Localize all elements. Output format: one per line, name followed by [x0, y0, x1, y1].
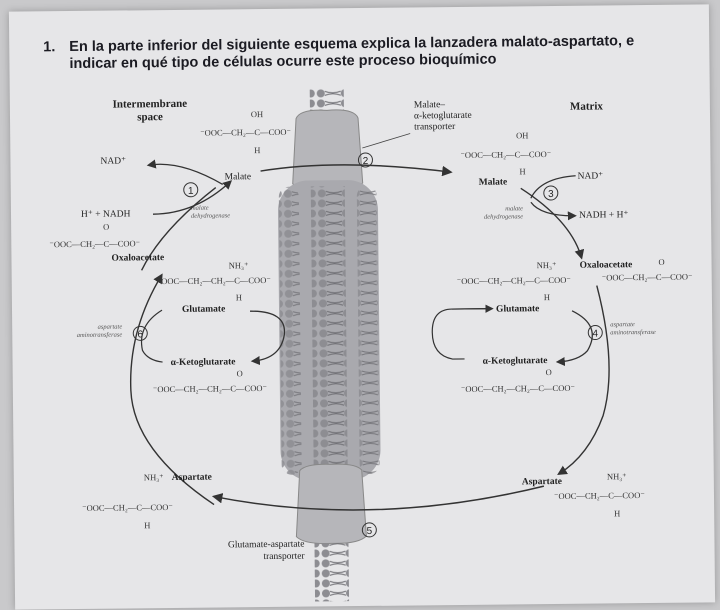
right-nadh-label: NADH + H⁺	[579, 210, 629, 221]
left-aspartate-label: Aspartate	[172, 473, 212, 483]
left-nad-label: NAD⁺	[100, 156, 126, 166]
left-oxaloacetate-label: Oxaloacetate	[111, 253, 164, 264]
right-mdh-label-2: dehydrogenase	[484, 213, 523, 220]
step-1-marker: 1	[183, 182, 199, 198]
step-3-marker: 3	[543, 185, 559, 201]
formula-malate-r-top: OH	[516, 130, 528, 140]
svg-text:2: 2	[363, 156, 369, 167]
right-mdh-label-1: malate	[505, 205, 523, 212]
right-aspartate-label: Aspartate	[522, 477, 562, 487]
formula-asp-left-main: ⁻OOC—CH₂—C—COO⁻	[82, 502, 173, 513]
glu-asp-transporter-label-2: transporter	[263, 552, 305, 562]
formula-glu-right-bottom: H	[544, 292, 550, 302]
formula-glu-right-main: ⁻OOC—CH₂—CH₂—C—COO⁻	[457, 275, 572, 286]
glu-asp-transporter-protein	[295, 463, 367, 545]
right-cycle-arc	[520, 187, 585, 260]
svg-text:4: 4	[592, 329, 598, 340]
formula-akg-left-top: O	[237, 368, 243, 378]
left-mdh-label-2: dehydrogenase	[191, 212, 230, 219]
inner-membrane-right-wall	[356, 185, 380, 474]
inner-membrane-lipids	[310, 186, 348, 475]
left-ast-label-1: aspartate	[98, 324, 123, 331]
right-ast-label-1: aspartate	[610, 321, 635, 328]
right-malate-label: Malate	[479, 177, 508, 187]
right-oxaloacetate-label: Oxaloacetate	[580, 260, 633, 271]
right-akg-label: α-Ketoglutarate	[483, 356, 548, 367]
formula-asp-right-main: ⁻OOC—CH₂—C—COO⁻	[554, 490, 645, 501]
intermembrane-label-2: space	[137, 111, 163, 123]
svg-text:1: 1	[188, 186, 194, 197]
formula-asp-right-top: NH₃⁺	[607, 471, 627, 481]
malate-akg-transporter-label-1: Malate–	[414, 100, 445, 110]
svg-text:3: 3	[548, 189, 554, 200]
intermembrane-label-1: Intermembrane	[113, 98, 188, 111]
formula-glu-left-bottom: H	[236, 292, 242, 302]
formula-oaa-left-main: ⁻OOC—CH₂—C—COO⁻	[49, 238, 140, 249]
formula-oaa-right-top: O	[658, 257, 664, 267]
left-cycle-arc	[140, 186, 217, 271]
right-ast-label-2: aminotransferase	[610, 329, 656, 336]
svg-text:6: 6	[137, 329, 143, 340]
formula-malate-main: ⁻OOC—CH₂—C—COO⁻	[200, 127, 291, 138]
formula-akg-right-top: O	[546, 367, 552, 377]
glu-asp-transporter-label-1: Glutamate-aspartate	[228, 540, 305, 551]
matrix-label: Matrix	[570, 100, 604, 112]
step-2-marker: 2	[357, 152, 373, 168]
formula-malate-top: OH	[251, 109, 263, 119]
right-nad-label: NAD⁺	[578, 171, 604, 181]
formula-oaa-right-main: ⁻OOC—CH₂—C—COO⁻	[602, 272, 693, 283]
malate-akg-transporter-label-3: transporter	[414, 122, 456, 132]
left-akg-label: α-Ketoglutarate	[171, 357, 236, 368]
malate-akg-transporter-protein	[292, 109, 364, 191]
left-h-nadh-label: H⁺ + NADH	[81, 209, 131, 220]
malate-akg-transporter-label-2: α-ketoglutarate	[414, 111, 472, 122]
formula-asp-right-bottom: H	[614, 508, 620, 518]
formula-glu-left-top: NH₃⁺	[229, 260, 249, 270]
step-4-marker: 4	[587, 325, 603, 341]
malate-transport-arrow	[260, 164, 453, 177]
left-glutamate-label: Glutamate	[182, 304, 225, 314]
formula-malate-r-main: ⁻OOC—CH₂—C—COO⁻	[460, 149, 551, 160]
formula-glu-right-top: NH₃⁺	[537, 260, 557, 270]
left-malate-label: Malate	[225, 172, 251, 182]
inner-membrane-left-wall	[278, 186, 302, 475]
formula-asp-left-bottom: H	[144, 520, 150, 530]
malate-aspartate-shuttle-diagram: Intermembrane space Matrix Malate– α-ket…	[49, 88, 693, 602]
aspartate-transport-arrow	[211, 485, 545, 511]
formula-oaa-left-top: O	[103, 222, 109, 232]
formula-malate-bottom: H	[254, 145, 260, 155]
formula-akg-right-main: ⁻OOC—CH₂—CH₂—C—COO⁻	[461, 383, 576, 394]
formula-akg-left-main: ⁻OOC—CH₂—CH₂—C—COO⁻	[153, 383, 268, 394]
membrane-bottom	[314, 543, 350, 602]
left-mdh-label-1: malate	[191, 205, 209, 212]
step-6-marker: 6	[132, 325, 148, 341]
step-5-marker: 5	[361, 522, 377, 538]
worksheet-page: 1. En la parte inferior del siguiente es…	[8, 4, 716, 610]
formula-asp-left-top: NH₃⁺	[144, 472, 164, 482]
formula-malate-r-bottom: H	[519, 166, 525, 176]
formula-glu-left-main: ⁻OOC—CH₂—CH₂—C—COO⁻	[157, 275, 272, 286]
right-glutamate-label: Glutamate	[496, 304, 539, 314]
svg-text:5: 5	[367, 526, 373, 537]
left-ast-label-2: aminotransferase	[77, 332, 123, 339]
